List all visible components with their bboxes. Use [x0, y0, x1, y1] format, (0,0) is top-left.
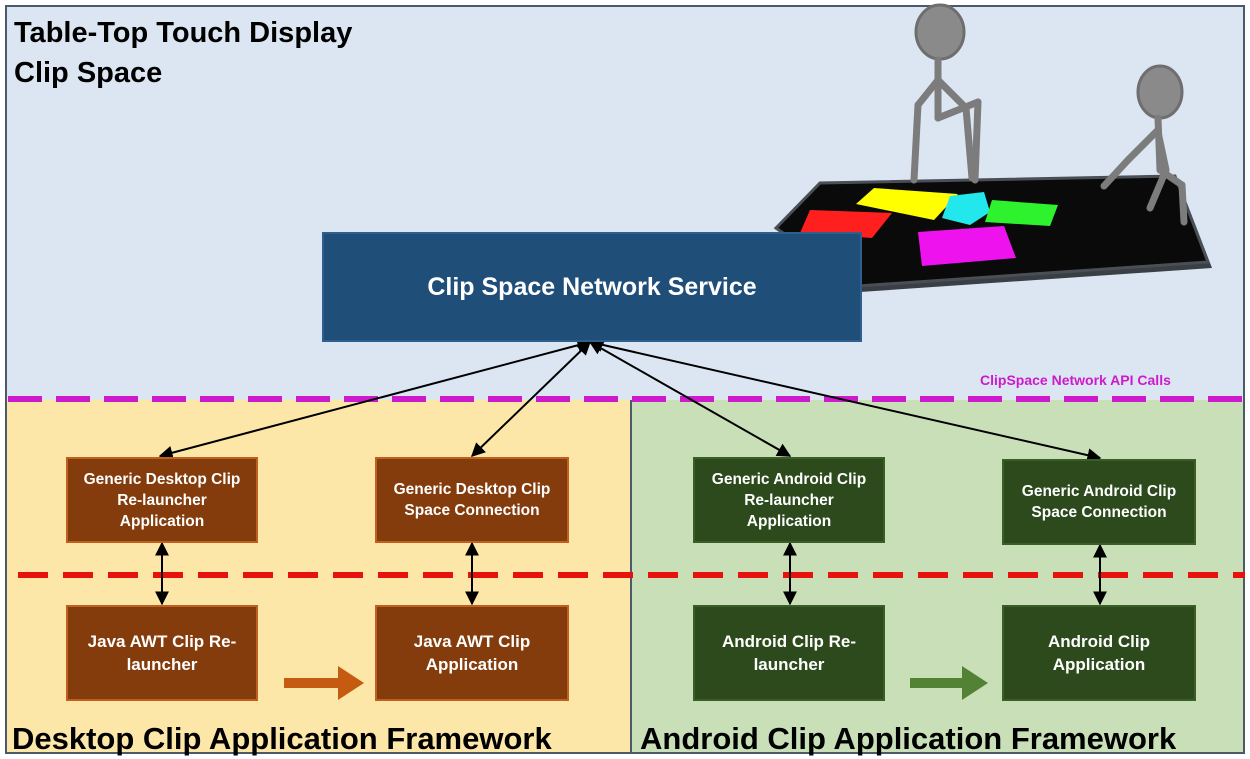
java-awt-app-box: Java AWT Clip Application	[375, 605, 569, 701]
android-space-connection-label: Generic Android Clip Space Connection	[1021, 483, 1177, 521]
desktop-space-connection-label: Generic Desktop Clip Space Connection	[393, 481, 551, 519]
yellow-clip-card	[856, 188, 958, 220]
android-space-connection-box: Generic Android Clip Space Connection	[1002, 459, 1196, 545]
java-awt-app-label: Java AWT Clip Application	[413, 632, 531, 674]
green-clip-card	[985, 200, 1058, 226]
java-awt-relauncher-label: Java AWT Clip Re-launcher	[87, 632, 237, 674]
service-label: Clip Space Network Service	[427, 272, 757, 301]
api-calls-label: ClipSpace Network API Calls	[980, 372, 1171, 388]
connector-desktop-connection	[470, 341, 592, 457]
service-connectors	[155, 337, 1107, 606]
android-relauncher-app-label: Generic Android Clip Re-launcher Applica…	[711, 470, 867, 530]
desktop-relauncher-app-box: Generic Desktop Clip Re-launcher Applica…	[66, 457, 258, 543]
display-title: Table-Top Touch Display	[14, 17, 353, 49]
android-app-box: Android Clip Application	[1002, 605, 1196, 701]
android-relauncher-app-box: Generic Android Clip Re-launcher Applica…	[693, 457, 885, 543]
desktop-launch-arrow	[284, 666, 364, 700]
android-framework-title: Android Clip Application Framework	[640, 721, 1177, 756]
android-launch-arrow	[910, 666, 988, 700]
clip-space-network-service-box: Clip Space Network Service	[322, 232, 862, 342]
touch-table-illustration	[773, 174, 1212, 292]
connector-android-connection	[588, 337, 1102, 463]
desktop-relauncher-app-label: Generic Desktop Clip Re-launcher Applica…	[83, 470, 241, 530]
person-figure-right	[1100, 64, 1188, 226]
red-clip-card	[800, 210, 892, 238]
desktop-framework-title: Desktop Clip Application Framework	[12, 721, 552, 756]
person-figure-left	[910, 3, 982, 184]
android-app-label: Android Clip Application	[1048, 632, 1150, 674]
android-relauncher-box: Android Clip Re-launcher	[693, 605, 885, 701]
cyan-clip-card	[942, 192, 990, 225]
java-awt-relauncher-box: Java AWT Clip Re-launcher	[66, 605, 258, 701]
display-subtitle: Clip Space	[14, 57, 163, 89]
magenta-clip-card	[918, 226, 1016, 266]
android-relauncher-label: Android Clip Re-launcher	[721, 632, 857, 674]
desktop-space-connection-box: Generic Desktop Clip Space Connection	[375, 457, 569, 543]
